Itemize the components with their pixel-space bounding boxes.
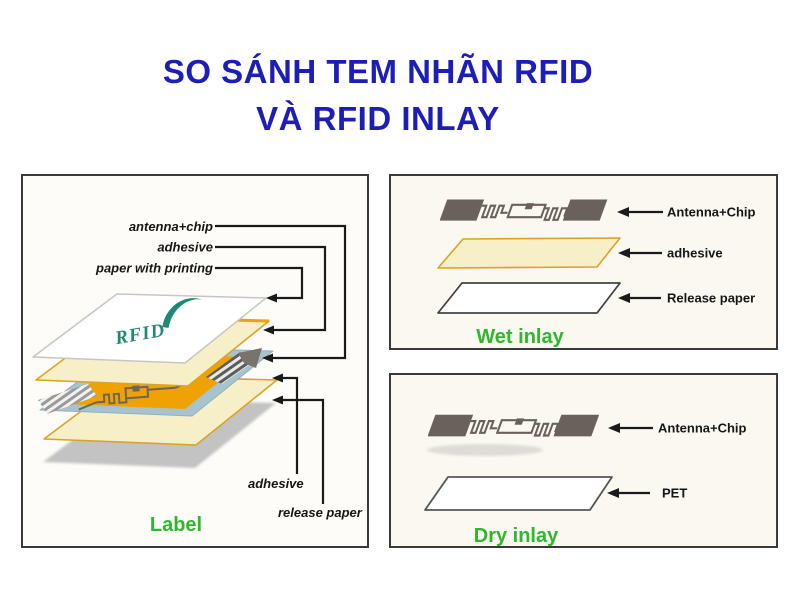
wet-adhesive-sheet [437,237,621,269]
wet-callout-release-paper: Release paper [667,291,755,306]
wet-callout-antenna-chip: Antenna+Chip [667,205,756,220]
wet-inlay-panel: Antenna+Chip adhesive Release paper Wet … [389,174,778,350]
wet-callout-arrows [617,207,663,303]
dry-antenna-shadow [427,444,543,456]
dry-inlay-panel: Antenna+Chip PET Dry inlay [389,373,778,548]
wet-callout-adhesive: adhesive [667,246,723,261]
antenna-tail-left [38,384,97,414]
dry-callout-pet: PET [662,486,687,501]
callout-adhesive-top: adhesive [157,240,213,255]
callout-adhesive-bottom: adhesive [248,476,304,491]
dry-pet-sheet [424,476,613,511]
label-panel: RFID antenna+chip adhesive paper wi [21,174,369,548]
page-title: SO SÁNH TEM NHÃN RFID VÀ RFID INLAY [0,48,756,142]
title-line-2: VÀ RFID INLAY [256,100,500,137]
label-caption: Label [150,514,202,536]
callout-antenna-chip: antenna+chip [129,219,213,234]
dry-panel-frame [389,373,778,548]
callout-release-paper: release paper [278,505,363,520]
label-callout-arrows [215,224,347,504]
antenna-tail-right-tip [238,348,262,368]
title-line-1: SO SÁNH TEM NHÃN RFID [162,53,594,90]
wet-release-paper-sheet [437,282,621,314]
paper-with-printing-sheet: RFID [32,293,267,364]
dry-callout-antenna-chip: Antenna+Chip [658,421,747,436]
dry-callout-arrows [607,423,653,498]
rfid-logo-swoosh [162,298,203,328]
callout-paper-with-printing: paper with printing [95,261,213,276]
dry-inlay-caption: Dry inlay [474,525,559,547]
wet-inlay-caption: Wet inlay [476,326,564,348]
